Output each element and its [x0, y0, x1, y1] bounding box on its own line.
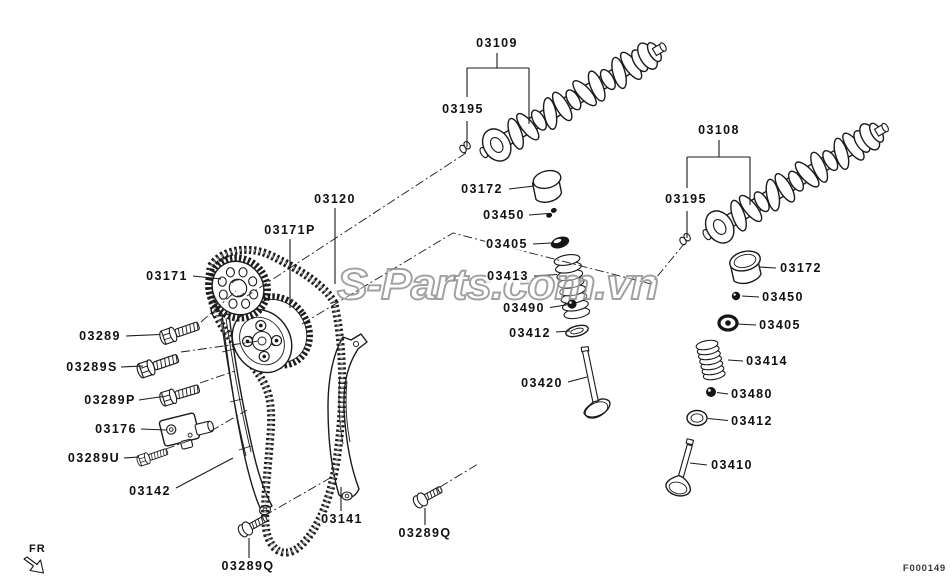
leader-lines — [120, 53, 777, 558]
part-label-03172: 03172 — [460, 181, 504, 196]
part-label-03108: 03108 — [697, 122, 741, 137]
part-label-03195: 03195 — [664, 191, 708, 206]
part-label-03413: 03413 — [486, 268, 530, 283]
part-label-03172: 03172 — [779, 260, 823, 275]
valve-tappet-right — [729, 250, 762, 285]
part-label-03171: 03171 — [145, 268, 189, 283]
part-label-03120: 03120 — [313, 191, 357, 206]
fr-direction-arrow — [23, 556, 45, 574]
part-label-03405: 03405 — [758, 317, 802, 332]
part-label-03410: 03410 — [710, 457, 754, 472]
part-label-03109: 03109 — [475, 35, 519, 50]
part-label-03142: 03142 — [128, 483, 172, 498]
valve-tappet-mid — [531, 169, 563, 203]
part-label-03141: 03141 — [320, 511, 364, 526]
part-label-03490: 03490 — [502, 300, 546, 315]
valve-spring-mid — [553, 254, 591, 320]
exhaust-valve — [665, 438, 695, 497]
spring-retainer-mid — [550, 236, 570, 249]
part-label-03412: 03412 — [730, 413, 774, 428]
part-label-03412: 03412 — [508, 325, 552, 340]
figure-code: F000149 — [902, 563, 946, 574]
spring-retainer-right — [717, 314, 739, 332]
intake-valve — [580, 346, 611, 419]
chain-tensioner — [158, 412, 215, 450]
valve-keeper-right — [731, 291, 741, 301]
part-label-03420: 03420 — [520, 375, 564, 390]
spring-seat-ball-mid — [567, 299, 577, 309]
part-label-03289: 03289 — [78, 328, 122, 343]
part-label-03289p: 03289P — [83, 392, 137, 407]
part-label-03405: 03405 — [485, 236, 529, 251]
part-label-03289s: 03289S — [65, 359, 119, 374]
part-label-03171p: 03171P — [263, 222, 317, 237]
fr-indicator-label: FR — [29, 543, 46, 555]
spring-seat-ball-right — [706, 387, 716, 397]
part-label-03414: 03414 — [745, 353, 789, 368]
cam-sprocket — [205, 254, 271, 322]
spring-seat-washer-right — [686, 409, 708, 427]
part-label-03450: 03450 — [761, 289, 805, 304]
valve-spring-right — [695, 339, 726, 381]
part-label-03480: 03480 — [730, 386, 774, 401]
part-label-03289q: 03289Q — [397, 525, 453, 540]
part-label-03450: 03450 — [482, 207, 526, 222]
spring-seat-washer-mid — [565, 324, 589, 338]
part-label-03289u: 03289U — [66, 450, 122, 465]
part-label-03176: 03176 — [94, 421, 138, 436]
part-label-03289q: 03289Q — [220, 558, 276, 573]
part-label-03195: 03195 — [441, 101, 485, 116]
projection-lines — [165, 152, 685, 517]
